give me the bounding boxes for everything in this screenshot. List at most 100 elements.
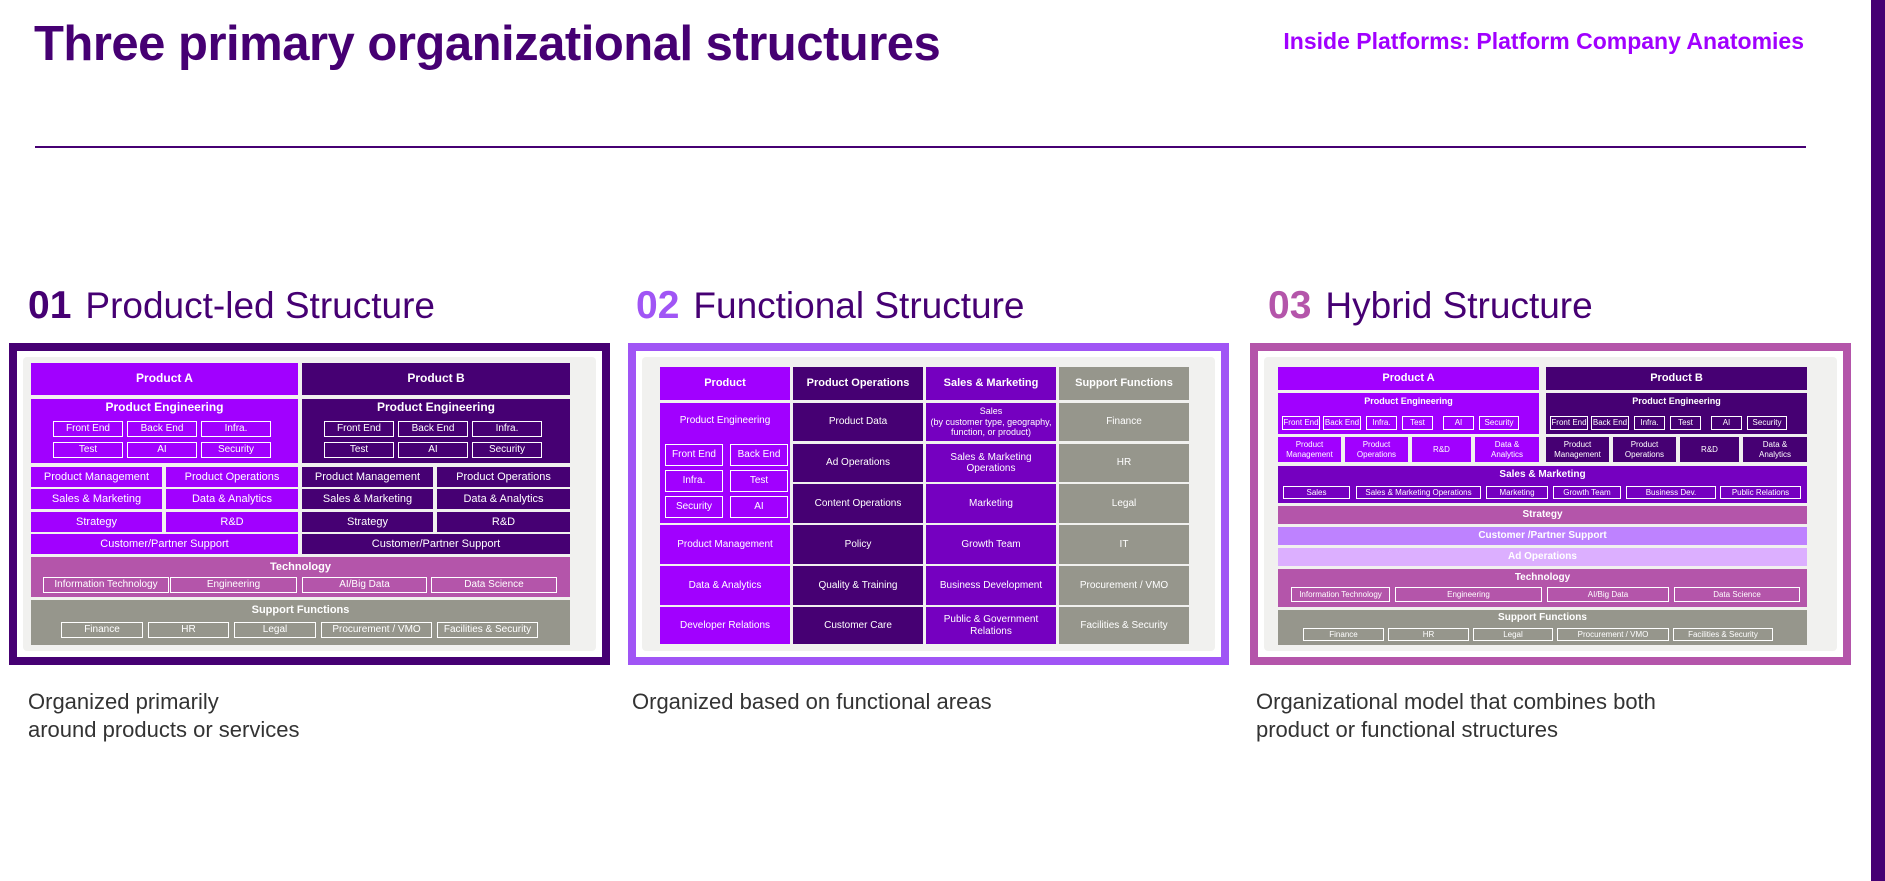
- technology-item: Data Science: [431, 577, 557, 593]
- function-cell: Sales & Marketing: [302, 489, 433, 509]
- eng-team-cell: Security: [201, 442, 271, 458]
- column-header: Sales & Marketing: [926, 367, 1056, 400]
- product-cell: Data & Analytics: [660, 566, 790, 605]
- eng-team-cell: AI: [1711, 416, 1742, 430]
- cell-text-line: Data &: [1494, 440, 1520, 450]
- eng-team-cell: Security: [1747, 416, 1787, 430]
- function-cell: Strategy: [302, 512, 433, 532]
- column-header: Product: [660, 367, 790, 400]
- support-item: HR: [1388, 628, 1469, 641]
- desc-line: around products or services: [28, 717, 300, 742]
- structure-2-description: Organized based on functional areas: [632, 688, 992, 716]
- cell-text-line: Product: [1295, 440, 1324, 450]
- product-eng-label: Product Engineering: [31, 401, 298, 415]
- function-cell: Strategy: [31, 512, 162, 532]
- cell-text-line: Analytics: [1758, 449, 1791, 459]
- function-cell: R&D: [166, 512, 298, 532]
- eng-team-cell: Front End: [324, 421, 394, 437]
- structure-1-number: 01: [28, 284, 72, 327]
- technology-item: Engineering: [1395, 587, 1542, 602]
- sales-item: Sales & Marketing Operations: [1356, 486, 1481, 499]
- eng-team-cell: AI: [127, 442, 197, 458]
- structure-3-heading: 03 Hybrid Structure: [1268, 281, 1593, 331]
- product-a-header: Product A: [1278, 367, 1539, 390]
- support-cell: Facilities & Security: [1059, 607, 1189, 644]
- cell-text-line: Product: [1630, 440, 1659, 450]
- operations-cell: Quality & Training: [793, 566, 923, 605]
- product-eng-label: Product Engineering: [1278, 395, 1539, 408]
- function-cell: R&D: [1680, 437, 1739, 462]
- cell-text-line: Product: [1362, 440, 1391, 450]
- support-cell: Legal: [1059, 484, 1189, 523]
- cell-text-line: Sales: [979, 406, 1003, 417]
- structure-1-description: Organized primarily around products or s…: [28, 688, 299, 744]
- structure-1-heading: 01 Product-led Structure: [28, 281, 435, 331]
- sales-item: Sales: [1283, 486, 1350, 499]
- sales-item: Growth Team: [1553, 486, 1621, 499]
- support-item: Facilities & Security: [1673, 628, 1773, 641]
- technology-item: Information Technology: [43, 577, 169, 593]
- eng-team-cell: Test: [1402, 416, 1433, 430]
- operations-cell: Customer Care: [793, 607, 923, 644]
- eng-team-cell: Front End: [665, 444, 723, 466]
- page-title: Three primary organizational structures: [34, 17, 941, 71]
- operations-cell: Policy: [793, 525, 923, 564]
- eng-team-cell: Infra.: [1366, 416, 1397, 430]
- divider: [35, 146, 1806, 148]
- eng-team-cell: Test: [1670, 416, 1701, 430]
- eng-team-cell: Security: [1479, 416, 1519, 430]
- structure-1-label: Product-led Structure: [85, 285, 435, 326]
- eng-team-cell: Security: [665, 496, 723, 518]
- sales-cell: Sales(by customer type, geography, funct…: [926, 403, 1056, 441]
- desc-line: Organizational model that combines both: [1256, 689, 1656, 714]
- function-cell: Product Operations: [437, 467, 570, 487]
- function-cell: Data &Analytics: [1475, 437, 1539, 462]
- eng-team-cell: Front End: [1282, 416, 1320, 430]
- eng-team-cell: Front End: [1550, 416, 1588, 430]
- strategy-bar: Strategy: [1278, 506, 1807, 524]
- eng-team-cell: Infra.: [1634, 416, 1665, 430]
- column-header: Support Functions: [1059, 367, 1189, 400]
- eng-team-cell: Back End: [127, 421, 197, 437]
- eng-team-cell: Back End: [1323, 416, 1361, 430]
- product-b-header: Product B: [302, 363, 570, 395]
- eng-team-cell: Test: [324, 442, 394, 458]
- support-item: Procurement / VMO: [321, 622, 432, 638]
- support-cell: Procurement / VMO: [1059, 566, 1189, 605]
- eng-team-cell: AI: [398, 442, 468, 458]
- support-cell: IT: [1059, 525, 1189, 564]
- product-eng-label: Product Engineering: [302, 401, 570, 415]
- cell-text-line: Operations: [1356, 449, 1397, 459]
- eng-team-cell: Test: [730, 470, 788, 492]
- operations-cell: Content Operations: [793, 484, 923, 523]
- operations-cell: Ad Operations: [793, 444, 923, 482]
- function-cell: Data & Analytics: [166, 489, 298, 509]
- sales-cell: Growth Team: [926, 525, 1056, 564]
- operations-cell: Product Data: [793, 403, 923, 441]
- product-eng-label: Product Engineering: [1546, 395, 1807, 408]
- technology-item: AI/Big Data: [302, 577, 427, 593]
- support-item: Legal: [234, 622, 316, 638]
- sales-cell: Public & Government Relations: [926, 607, 1056, 644]
- sales-cell: Business Development: [926, 566, 1056, 605]
- structure-3-number: 03: [1268, 284, 1312, 327]
- eng-team-cell: Back End: [1591, 416, 1629, 430]
- cell-text-line: Data &: [1762, 440, 1788, 450]
- cell-text-line: Product: [1563, 440, 1592, 450]
- accent-bar: [1871, 0, 1885, 881]
- sales-item: Marketing: [1486, 486, 1548, 499]
- cell-text-line: Management: [1554, 449, 1601, 459]
- support-cell: HR: [1059, 444, 1189, 482]
- function-cell: Data &Analytics: [1743, 437, 1807, 462]
- product-a-header: Product A: [31, 363, 298, 395]
- function-cell: R&D: [437, 512, 570, 532]
